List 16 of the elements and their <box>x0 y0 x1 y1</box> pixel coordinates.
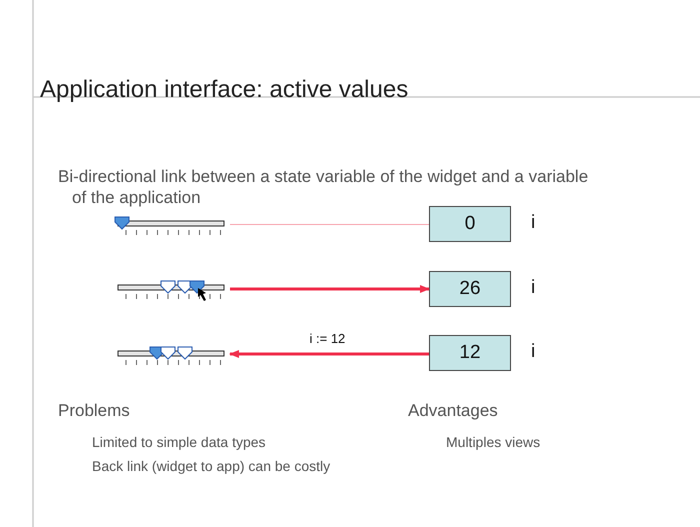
value-box: 26 <box>429 271 511 307</box>
bullet-text: Multiples views <box>446 434 540 450</box>
value-box: 0 <box>429 206 511 242</box>
slide-title: Application interface: active values <box>40 76 408 104</box>
section-heading: Advantages <box>408 401 498 421</box>
value-box: 12 <box>429 335 511 371</box>
bullet-text: Limited to simple data types <box>92 434 266 450</box>
arrow <box>230 285 430 293</box>
arrow <box>229 350 429 358</box>
description-text: Bi-directional link between a state variable of the widget and a variable of the application <box>58 166 590 208</box>
variable-name: i <box>531 341 536 363</box>
variable-name: i <box>531 212 536 234</box>
bullet-text: Back link (widget to app) can be costly <box>92 458 330 474</box>
edge-label: i := 12 <box>308 331 348 346</box>
variable-name: i <box>531 277 536 299</box>
section-heading: Problems <box>58 401 130 421</box>
